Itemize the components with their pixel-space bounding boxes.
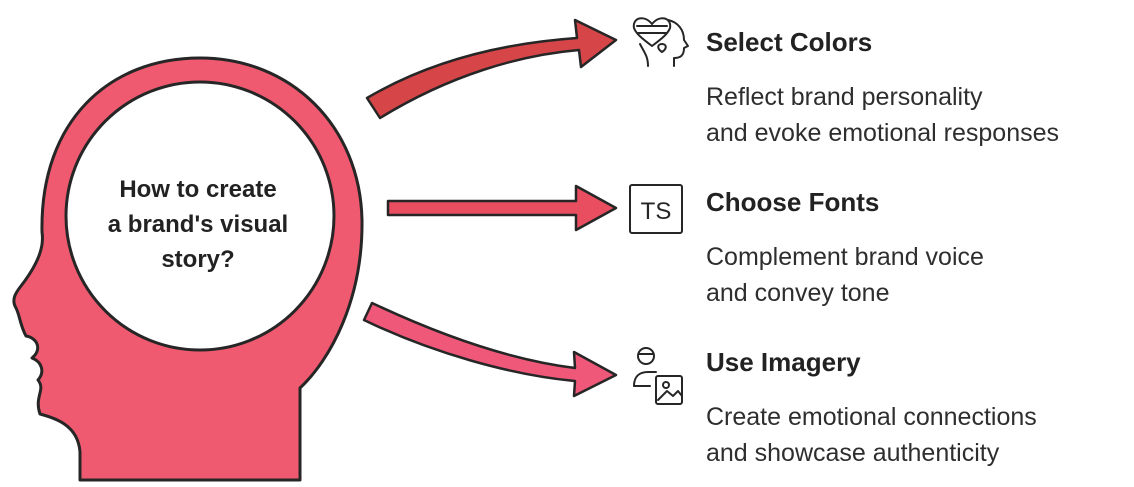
heart-head-icon [632, 17, 689, 67]
arrow-use-imagery [362, 301, 618, 398]
item-title: Use Imagery [706, 347, 861, 377]
center-line-1: How to create [119, 176, 277, 203]
arrow-select-colors [365, 18, 618, 120]
item-select-colors: Select Colors Reflect brand personality … [706, 27, 1059, 151]
item-desc-line: and convey tone [706, 279, 890, 307]
center-line-3: story? [161, 246, 235, 273]
item-desc-line: Complement brand voice [706, 243, 984, 271]
item-title: Choose Fonts [706, 187, 880, 217]
arrow-choose-fonts [386, 184, 618, 232]
item-description: Reflect brand personality and evoke emot… [706, 79, 1059, 151]
item-choose-fonts: Choose Fonts Complement brand voice and … [706, 187, 984, 311]
person-image-icon [633, 347, 683, 405]
center-question: How to create a brand's visual story? [78, 172, 318, 277]
center-line-2: a brand's visual [107, 211, 289, 238]
typography-icon: TS [629, 184, 683, 234]
item-desc-line: Reflect brand personality [706, 83, 983, 111]
head-inner-circle [64, 80, 336, 352]
item-desc-line: and showcase authenticity [706, 439, 1000, 467]
item-desc-line: and evoke emotional responses [706, 119, 1060, 147]
item-description: Complement brand voice and convey tone [706, 239, 984, 311]
item-title: Select Colors [706, 27, 873, 57]
item-description: Create emotional connections and showcas… [706, 399, 1037, 471]
item-use-imagery: Use Imagery Create emotional connections… [706, 347, 1037, 471]
item-desc-line: Create emotional connections [706, 403, 1037, 431]
svg-text:TS: TS [641, 198, 672, 225]
